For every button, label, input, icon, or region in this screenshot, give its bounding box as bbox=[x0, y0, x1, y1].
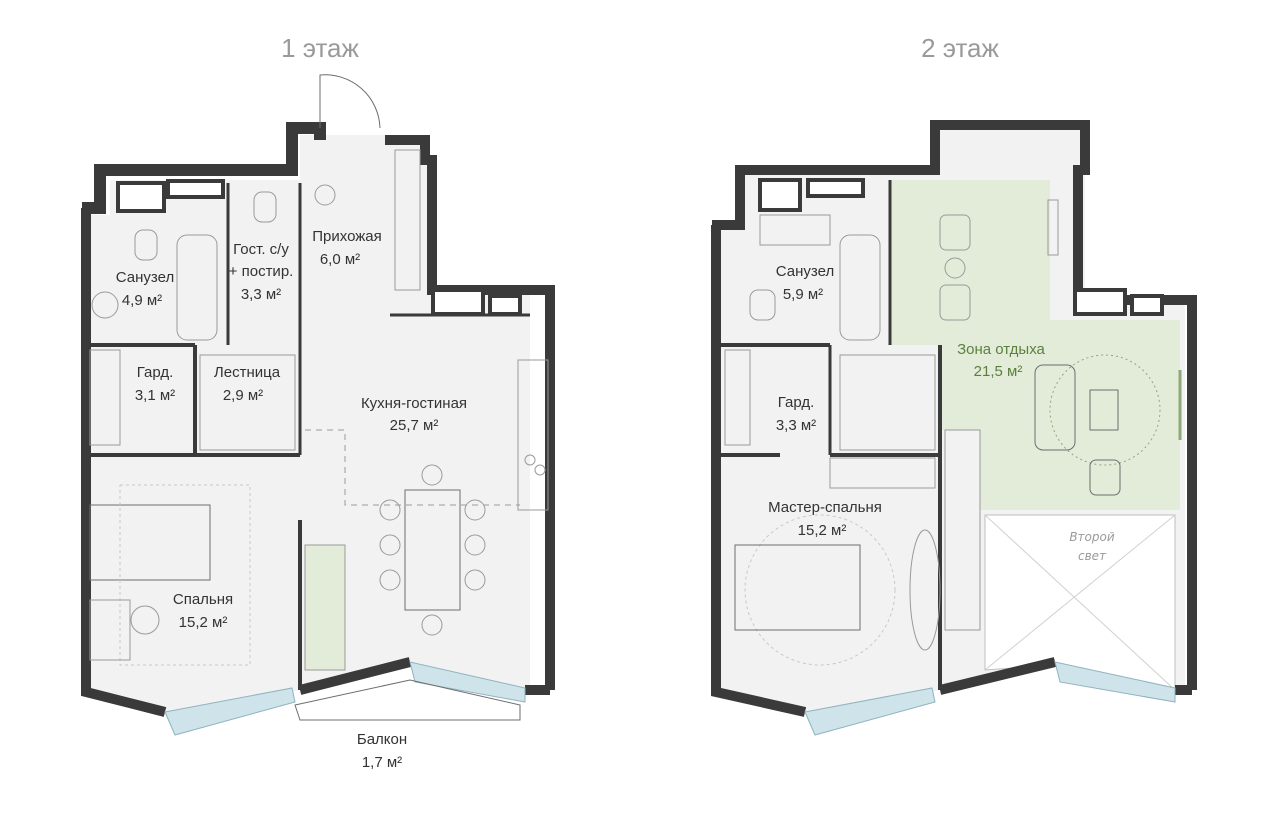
room-area: 5,9 м² bbox=[783, 286, 823, 303]
shaft-f2-4 bbox=[1130, 294, 1164, 316]
rug-f2-icon bbox=[744, 514, 896, 666]
room-label: Спальня bbox=[173, 591, 233, 608]
wall-f1-bottom-mid bbox=[298, 657, 412, 695]
rug-f1-icon bbox=[119, 484, 251, 666]
armchair-1-icon bbox=[939, 214, 971, 251]
room-area-highlight: 21,5 м² bbox=[974, 363, 1023, 380]
shaft-f1-3 bbox=[431, 288, 485, 316]
wardrobe-f2b-icon bbox=[829, 457, 936, 489]
sofa-icon bbox=[1034, 364, 1076, 451]
wardrobe-f1b-icon bbox=[394, 149, 421, 291]
stairs-f2-lower-icon bbox=[944, 429, 981, 631]
double-sink-icon bbox=[759, 214, 831, 246]
room-area: 1,7 м² bbox=[362, 754, 402, 771]
shaft-f1-4 bbox=[488, 294, 522, 316]
kitchen-counter-icon bbox=[517, 359, 549, 511]
side-table-icon bbox=[944, 257, 966, 279]
bed-f2-icon bbox=[734, 544, 861, 631]
room-area: 15,2 м² bbox=[798, 522, 847, 539]
room-label: Гост. с/у bbox=[233, 241, 289, 258]
second-light-label: Второй bbox=[1069, 530, 1115, 544]
wardrobe-f1-icon bbox=[89, 349, 121, 446]
room-label: Гард. bbox=[137, 364, 174, 381]
coffee-table-icon bbox=[1089, 389, 1119, 431]
room-label: Санузел bbox=[116, 269, 174, 286]
room-label: Санузел bbox=[776, 263, 834, 280]
stairs-f1-icon bbox=[199, 354, 296, 451]
toilet-f1-icon bbox=[134, 229, 158, 261]
wardrobe-f2-icon bbox=[724, 349, 751, 446]
labels: 1 этаж 2 этаж Прихожая 6,0 м² Санузел 4,… bbox=[116, 33, 1115, 771]
entry-door-icon bbox=[319, 74, 381, 129]
room-area: 3,3 м² bbox=[776, 417, 816, 434]
room-label: Прихожая bbox=[312, 228, 382, 245]
bathtub-f2-icon bbox=[839, 234, 881, 341]
toilet-f1b-icon bbox=[253, 191, 277, 223]
shelf-icon bbox=[1047, 199, 1059, 256]
dining-chairs-icon bbox=[379, 464, 486, 636]
armchair-2-icon bbox=[939, 284, 971, 321]
room-area: 2,9 м² bbox=[223, 387, 263, 404]
room-area: 4,9 м² bbox=[122, 292, 162, 309]
bathtub-f1-icon bbox=[176, 234, 218, 341]
desk-f1-icon bbox=[89, 599, 131, 661]
floor-1-title: 1 этаж bbox=[281, 33, 359, 63]
room-label: Мастер-спальня bbox=[768, 499, 882, 516]
room-area: 3,3 м² bbox=[241, 286, 281, 303]
sink-f1-icon bbox=[91, 291, 119, 319]
room-label: Балкон bbox=[357, 731, 407, 748]
floor-2 bbox=[711, 120, 1197, 736]
bed-f1-icon bbox=[89, 504, 211, 581]
wall-f1-right bbox=[385, 135, 555, 690]
rest-zone-fill bbox=[890, 180, 1180, 510]
balcony-outline bbox=[294, 679, 521, 721]
shaft-f1-1 bbox=[116, 181, 166, 213]
stairs-f2-icon bbox=[839, 354, 936, 451]
window-f1-bedroom bbox=[164, 687, 296, 736]
room-area: 3,1 м² bbox=[135, 387, 175, 404]
stairs-f1-lower-icon bbox=[304, 544, 346, 671]
room-area: 25,7 м² bbox=[390, 417, 439, 434]
room-label: Гард. bbox=[778, 394, 815, 411]
shaft-f2-2 bbox=[806, 178, 865, 198]
second-light-label-2: свет bbox=[1078, 549, 1107, 563]
wall-f2-left bbox=[711, 225, 807, 717]
armchair-3-icon bbox=[1089, 459, 1121, 496]
room-area: 6,0 м² bbox=[320, 251, 360, 268]
round-rug-icon bbox=[1049, 354, 1161, 466]
shaft-f2-3 bbox=[1073, 288, 1127, 316]
second-light-diag-2 bbox=[984, 514, 1176, 671]
toilet-f2-icon bbox=[749, 289, 776, 321]
shaft-f1-2 bbox=[166, 179, 225, 199]
chair-f1-icon bbox=[130, 605, 160, 635]
room-label-2: + постир. bbox=[229, 263, 294, 280]
zone-divider-f1 bbox=[305, 429, 520, 506]
wall-f2-bottom-mid bbox=[938, 657, 1057, 695]
dining-table-icon bbox=[404, 489, 461, 611]
floor-1 bbox=[81, 74, 555, 736]
second-light-diag-1 bbox=[984, 514, 1176, 691]
wall-f1-left bbox=[81, 208, 167, 717]
sink-f1b-icon bbox=[314, 184, 336, 206]
room-area: 15,2 м² bbox=[179, 614, 228, 631]
room-label: Лестница bbox=[214, 364, 281, 381]
floor-2-title: 2 этаж bbox=[921, 33, 999, 63]
window-f2-zone bbox=[1054, 661, 1176, 703]
window-f2-bedroom bbox=[804, 687, 936, 736]
room-label-highlight: Зона отдыха bbox=[957, 341, 1045, 358]
room-label: Кухня-гостиная bbox=[361, 395, 467, 412]
mirror-f2-icon bbox=[909, 529, 941, 651]
hob-2-icon bbox=[534, 464, 546, 476]
shaft-f2-1 bbox=[758, 178, 802, 212]
hob-1-icon bbox=[524, 454, 536, 466]
window-f1-kitchen bbox=[409, 661, 526, 703]
